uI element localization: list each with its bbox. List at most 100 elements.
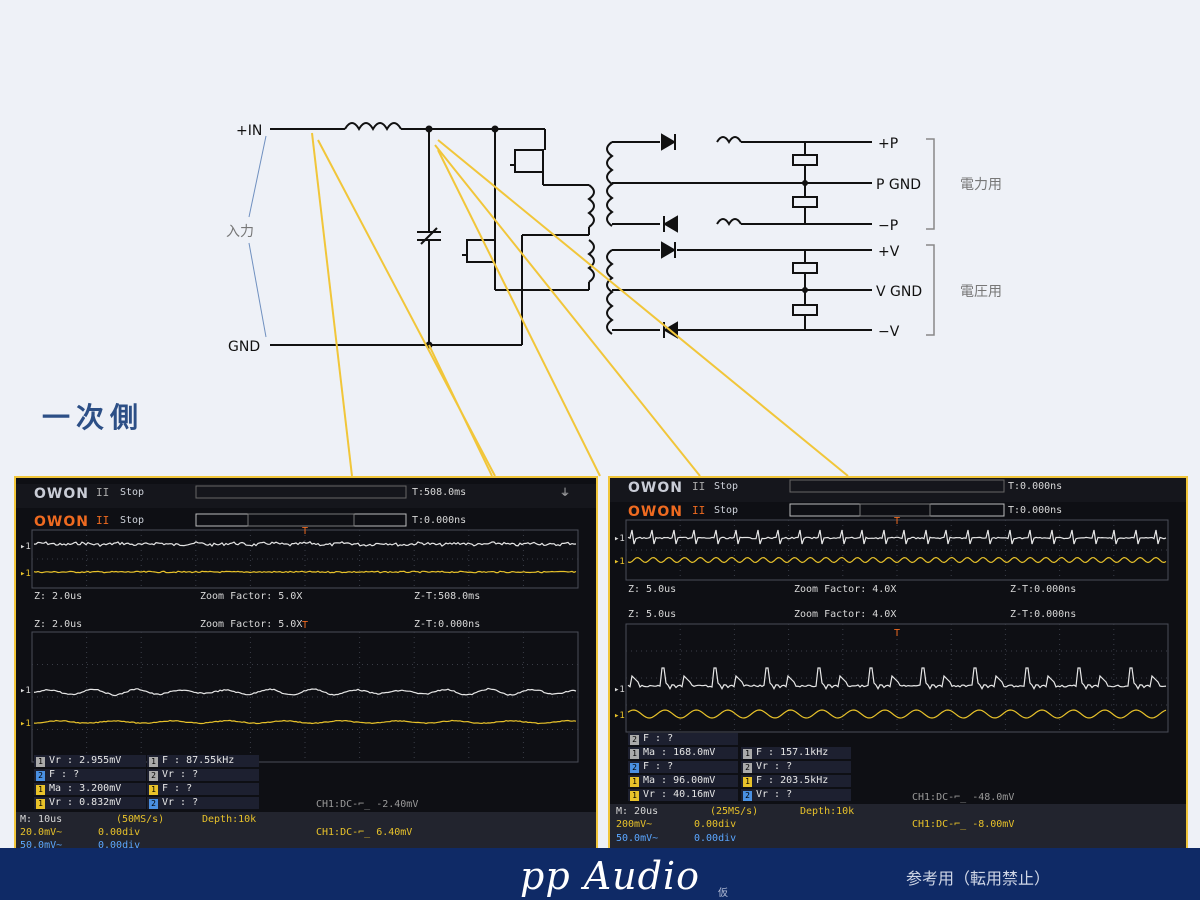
measurement-value: Vr : 2.955mV xyxy=(49,755,122,766)
ch1-trace xyxy=(33,541,577,548)
ch1-offset: 0.00div xyxy=(98,827,141,838)
ch2-offset: 0.00div xyxy=(694,833,737,844)
transformer-secondary-coil xyxy=(606,141,614,227)
trigger-readout: CH1:DC-⌐_ -8.00mV xyxy=(912,819,1015,830)
schematic-diagram: +IN GND 入力 +P P GND −P +V V GND −V 電力用 電… xyxy=(226,122,1002,477)
channel-badge: 1 xyxy=(630,777,639,787)
callout-line xyxy=(437,139,849,477)
ch1-scale: 20.0mV~ xyxy=(20,827,63,838)
channel-badge: 1 xyxy=(36,757,45,767)
callout-line xyxy=(434,144,701,477)
measurement-value: F : 157.1kHz xyxy=(756,747,829,758)
ch2-marker-icon: ▸1 xyxy=(20,719,31,729)
measurement-cell: 1 Vr : 2.955mV xyxy=(34,755,146,767)
junction-dot xyxy=(425,125,433,133)
footer-brand: pp Audio xyxy=(520,854,701,898)
channel-badge: 1 xyxy=(36,799,45,809)
memory-bar xyxy=(195,513,407,527)
measurement-value: Vr : 0.832mV xyxy=(49,797,122,808)
brand-logo: OWON xyxy=(628,480,683,496)
channel-badge: 2 xyxy=(149,771,158,781)
section-title: 一次側 xyxy=(42,401,145,434)
measurement-value: F : ? xyxy=(643,733,674,744)
callout-line xyxy=(428,344,493,477)
run-state: Stop xyxy=(120,487,145,498)
brand-logo: OWON xyxy=(34,514,89,530)
ch1-zoom-trace xyxy=(33,687,577,697)
trigger-time: T:0.000ns xyxy=(412,515,467,526)
pause-icon: II xyxy=(96,514,110,527)
ch2-marker-icon: ▸1 xyxy=(20,569,31,579)
ch1-trace xyxy=(627,529,1167,545)
label-voltage-group: 電圧用 xyxy=(960,284,1002,300)
pause-icon: II xyxy=(692,480,706,493)
measurement-cell: 1 Vr : 0.832mV xyxy=(34,797,146,809)
record-depth: Depth:10k xyxy=(202,814,257,825)
zoom-factor: Zoom Factor: 5.0X xyxy=(200,619,303,630)
scope-display: T T ▸1 ▸1 ▸1 ▸1 xyxy=(20,485,579,763)
ch2-marker-icon: ▸1 xyxy=(614,557,625,567)
label-in-gnd: GND xyxy=(228,339,260,355)
channel-badge: 2 xyxy=(743,791,752,801)
brand-logo: OWON xyxy=(34,486,89,502)
ch1-offset: 0.00div xyxy=(694,819,737,830)
output-inductor xyxy=(716,136,742,144)
memory-bar xyxy=(789,503,1005,517)
memory-window xyxy=(859,503,931,517)
timebase-readout: M: 10us xyxy=(20,814,63,825)
output-inductor xyxy=(716,218,742,226)
label-in-plus: +IN xyxy=(236,123,262,139)
footer-bar xyxy=(0,848,1200,900)
trigger-readout: CH1:DC-⌐_ -48.0mV xyxy=(912,792,1015,803)
measurement-cell: 1 F : 157.1kHz xyxy=(741,747,851,759)
transformer-primary-coil xyxy=(587,184,595,228)
ch2-scale: 50.0mV~ xyxy=(616,833,659,844)
zoom-factor: Zoom Factor: 4.0X xyxy=(794,584,897,595)
rectifier-diode xyxy=(661,241,676,259)
trigger-time: T:0.000ns xyxy=(1008,505,1063,516)
pause-icon: II xyxy=(692,504,706,517)
output-capacitor xyxy=(792,262,818,274)
ch2-trace xyxy=(33,570,577,574)
ch2-zoom-trace xyxy=(33,719,577,725)
callout-line xyxy=(437,149,601,477)
transformer-secondary-coil xyxy=(606,249,614,335)
channel-badge: 2 xyxy=(36,771,45,781)
footer-brand-suffix: 仮 xyxy=(718,888,728,899)
measurement-value: F : ? xyxy=(49,769,80,780)
label-p-gnd: P GND xyxy=(876,177,921,193)
trigger-time: T:0.000ns xyxy=(1008,481,1063,492)
channel-badge: 1 xyxy=(743,749,752,759)
ch1-marker-icon: ▸1 xyxy=(20,542,31,552)
channel-badge: 1 xyxy=(149,757,158,767)
trigger-marker-icon: T xyxy=(894,628,900,639)
zoom-offset: Z-T:508.0ms xyxy=(414,591,481,602)
scope-status-bar xyxy=(16,812,596,850)
channel-badge: 1 xyxy=(149,785,158,795)
channel-badge: 2 xyxy=(743,763,752,773)
zoom-timebase: Z: 5.0us xyxy=(628,584,677,595)
input-arrow xyxy=(248,242,267,338)
measurement-cell: 1 Ma : 96.00mV xyxy=(628,775,738,787)
ch2-marker-icon: ▸1 xyxy=(614,711,625,721)
ch2-zoom-trace xyxy=(627,709,1167,719)
measurement-value: Ma : 168.0mV xyxy=(643,747,716,758)
rectifier-diode xyxy=(661,133,676,151)
measurement-value: Ma : 96.00mV xyxy=(643,775,716,786)
trigger-marker-icon: T xyxy=(302,620,308,631)
transformer-primary-coil xyxy=(587,239,595,283)
scope-status-bar xyxy=(610,804,1186,850)
input-inductor xyxy=(344,122,402,131)
group-bracket xyxy=(926,138,935,230)
channel-badge: 2 xyxy=(630,763,639,773)
pause-icon: II xyxy=(96,486,110,499)
run-state: Stop xyxy=(120,515,145,526)
channel-badge: 2 xyxy=(149,799,158,809)
zoom-offset: Z-T:0.000ns xyxy=(414,619,481,630)
junction-dot xyxy=(802,287,808,293)
